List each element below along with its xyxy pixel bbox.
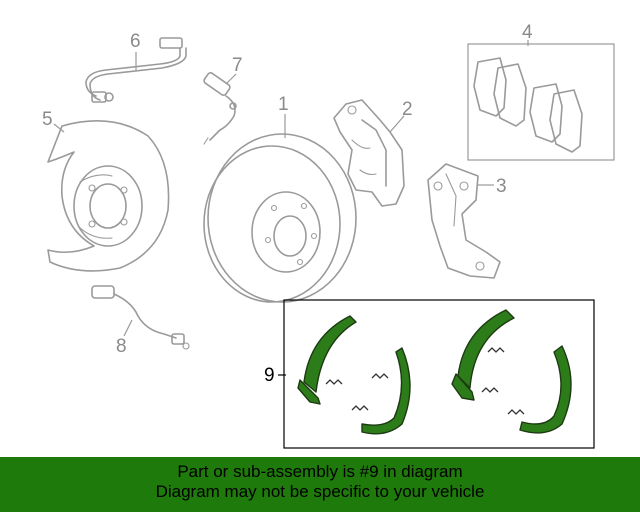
callout-3[interactable]: 3	[496, 176, 507, 197]
callout-7[interactable]: 7	[232, 55, 243, 76]
leader-5	[53, 123, 65, 133]
banner-line-2: Diagram may not be specific to your vehi…	[155, 482, 485, 501]
leader-2	[389, 115, 405, 133]
leader-7	[225, 73, 237, 85]
callout-9[interactable]: 9	[264, 365, 275, 386]
callout-5[interactable]: 5	[42, 109, 53, 130]
callout-8[interactable]: 8	[116, 336, 127, 357]
brake-pads-icon[interactable]	[473, 57, 583, 153]
banner-line-1: Part or sub-assembly is #9 in diagram	[177, 462, 463, 481]
wear-sensor-upper-icon[interactable]	[203, 72, 237, 145]
callout-2[interactable]: 2	[402, 99, 413, 120]
caliper-bracket-icon[interactable]	[427, 163, 501, 279]
leader-8	[123, 319, 133, 337]
shoes-box	[283, 299, 595, 449]
pads-box	[467, 43, 615, 161]
parking-brake-shoes-left-icon[interactable]	[297, 315, 411, 435]
sensor-line-icon[interactable]	[85, 37, 187, 103]
callout-1[interactable]: 1	[278, 94, 289, 115]
dust-shield-icon[interactable]	[47, 120, 170, 272]
info-banner: Part or sub-assembly is #9 in diagram Di…	[0, 457, 640, 512]
brake-rotor-icon[interactable]	[203, 133, 357, 303]
parking-brake-shoes-right-icon[interactable]	[451, 309, 572, 434]
callout-4[interactable]: 4	[522, 22, 533, 43]
callout-6[interactable]: 6	[130, 31, 141, 52]
wear-sensor-lower-icon[interactable]	[91, 285, 190, 350]
brake-caliper-icon[interactable]	[333, 99, 405, 207]
